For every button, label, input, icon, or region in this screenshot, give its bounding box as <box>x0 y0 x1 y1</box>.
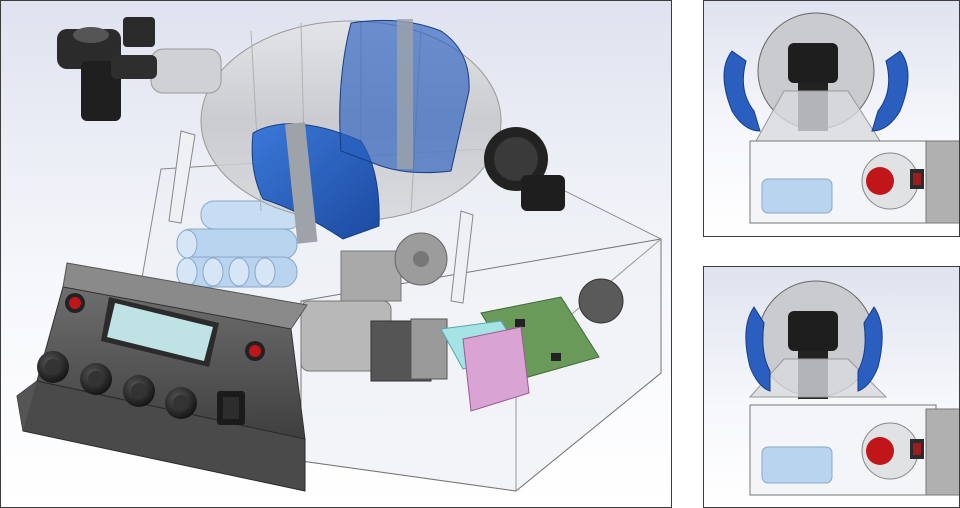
knob-icon[interactable] <box>37 351 69 383</box>
front-view-released-panel <box>703 266 960 508</box>
lcd-display <box>101 297 219 367</box>
isometric-view-panel <box>0 0 672 508</box>
valve-icon <box>57 17 157 121</box>
compression-paddle-left <box>723 50 761 132</box>
valve-icon <box>788 311 838 351</box>
valve-icon <box>788 43 838 83</box>
compression-paddle-right <box>871 50 909 132</box>
front-view-released-render <box>745 280 959 496</box>
front-view-compressed-panel <box>703 0 960 237</box>
status-led-left <box>65 293 85 313</box>
front-view-compressed-render <box>723 12 959 224</box>
switch-icon[interactable] <box>217 391 245 425</box>
battery-icon <box>761 446 833 484</box>
compression-paddle-left <box>745 306 771 392</box>
motor-assembly <box>300 232 448 382</box>
knob-icon[interactable] <box>165 387 197 419</box>
battery-pack <box>176 200 302 288</box>
knob-icon[interactable] <box>123 375 155 407</box>
inlet-valve <box>484 127 565 211</box>
support-arms <box>168 130 474 304</box>
status-led-right <box>245 341 265 361</box>
pcb-board <box>440 278 624 412</box>
battery-icon <box>761 178 833 214</box>
knob-icon[interactable] <box>80 363 112 395</box>
isometric-render <box>16 17 662 492</box>
compression-paddle-back <box>339 19 470 174</box>
compression-paddle-right <box>857 306 883 392</box>
